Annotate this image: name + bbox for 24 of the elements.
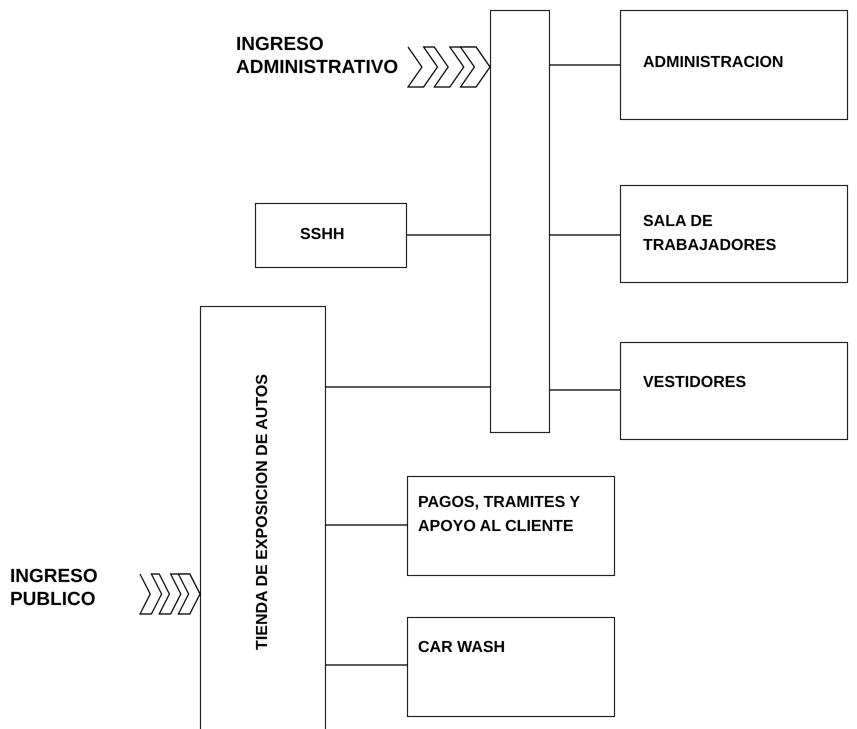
connector-line (326, 524, 407, 526)
room-label: SALA DE TRABAJADORES (643, 212, 778, 256)
connector-line (326, 386, 490, 388)
room-box (255, 203, 407, 268)
room-label: TIENDA DE EXPOSICION DE AUTOS (253, 374, 272, 650)
room-box (407, 476, 615, 576)
room-label: ADMINISTRACION (643, 53, 784, 73)
room-box (620, 185, 848, 283)
connector-line (326, 664, 407, 666)
room-box (620, 342, 848, 440)
entrance-label: INGRESO ADMINISTRATIVO (236, 34, 400, 80)
connector-line (550, 389, 620, 391)
room-label: VESTIDORES (643, 373, 748, 393)
room-box (407, 617, 615, 717)
corridor-bar (490, 10, 550, 433)
room-label: SSHH (300, 225, 346, 245)
room-box (620, 10, 848, 120)
room-label: CAR WASH (418, 638, 506, 658)
connector-line (550, 64, 620, 66)
connector-line (550, 234, 620, 236)
room-label: PAGOS, TRAMITES Y APOYO AL CLIENTE (418, 493, 581, 537)
connector-line (407, 234, 490, 236)
entrance-label: INGRESO PUBLICO (10, 566, 99, 612)
area-box (200, 306, 326, 729)
